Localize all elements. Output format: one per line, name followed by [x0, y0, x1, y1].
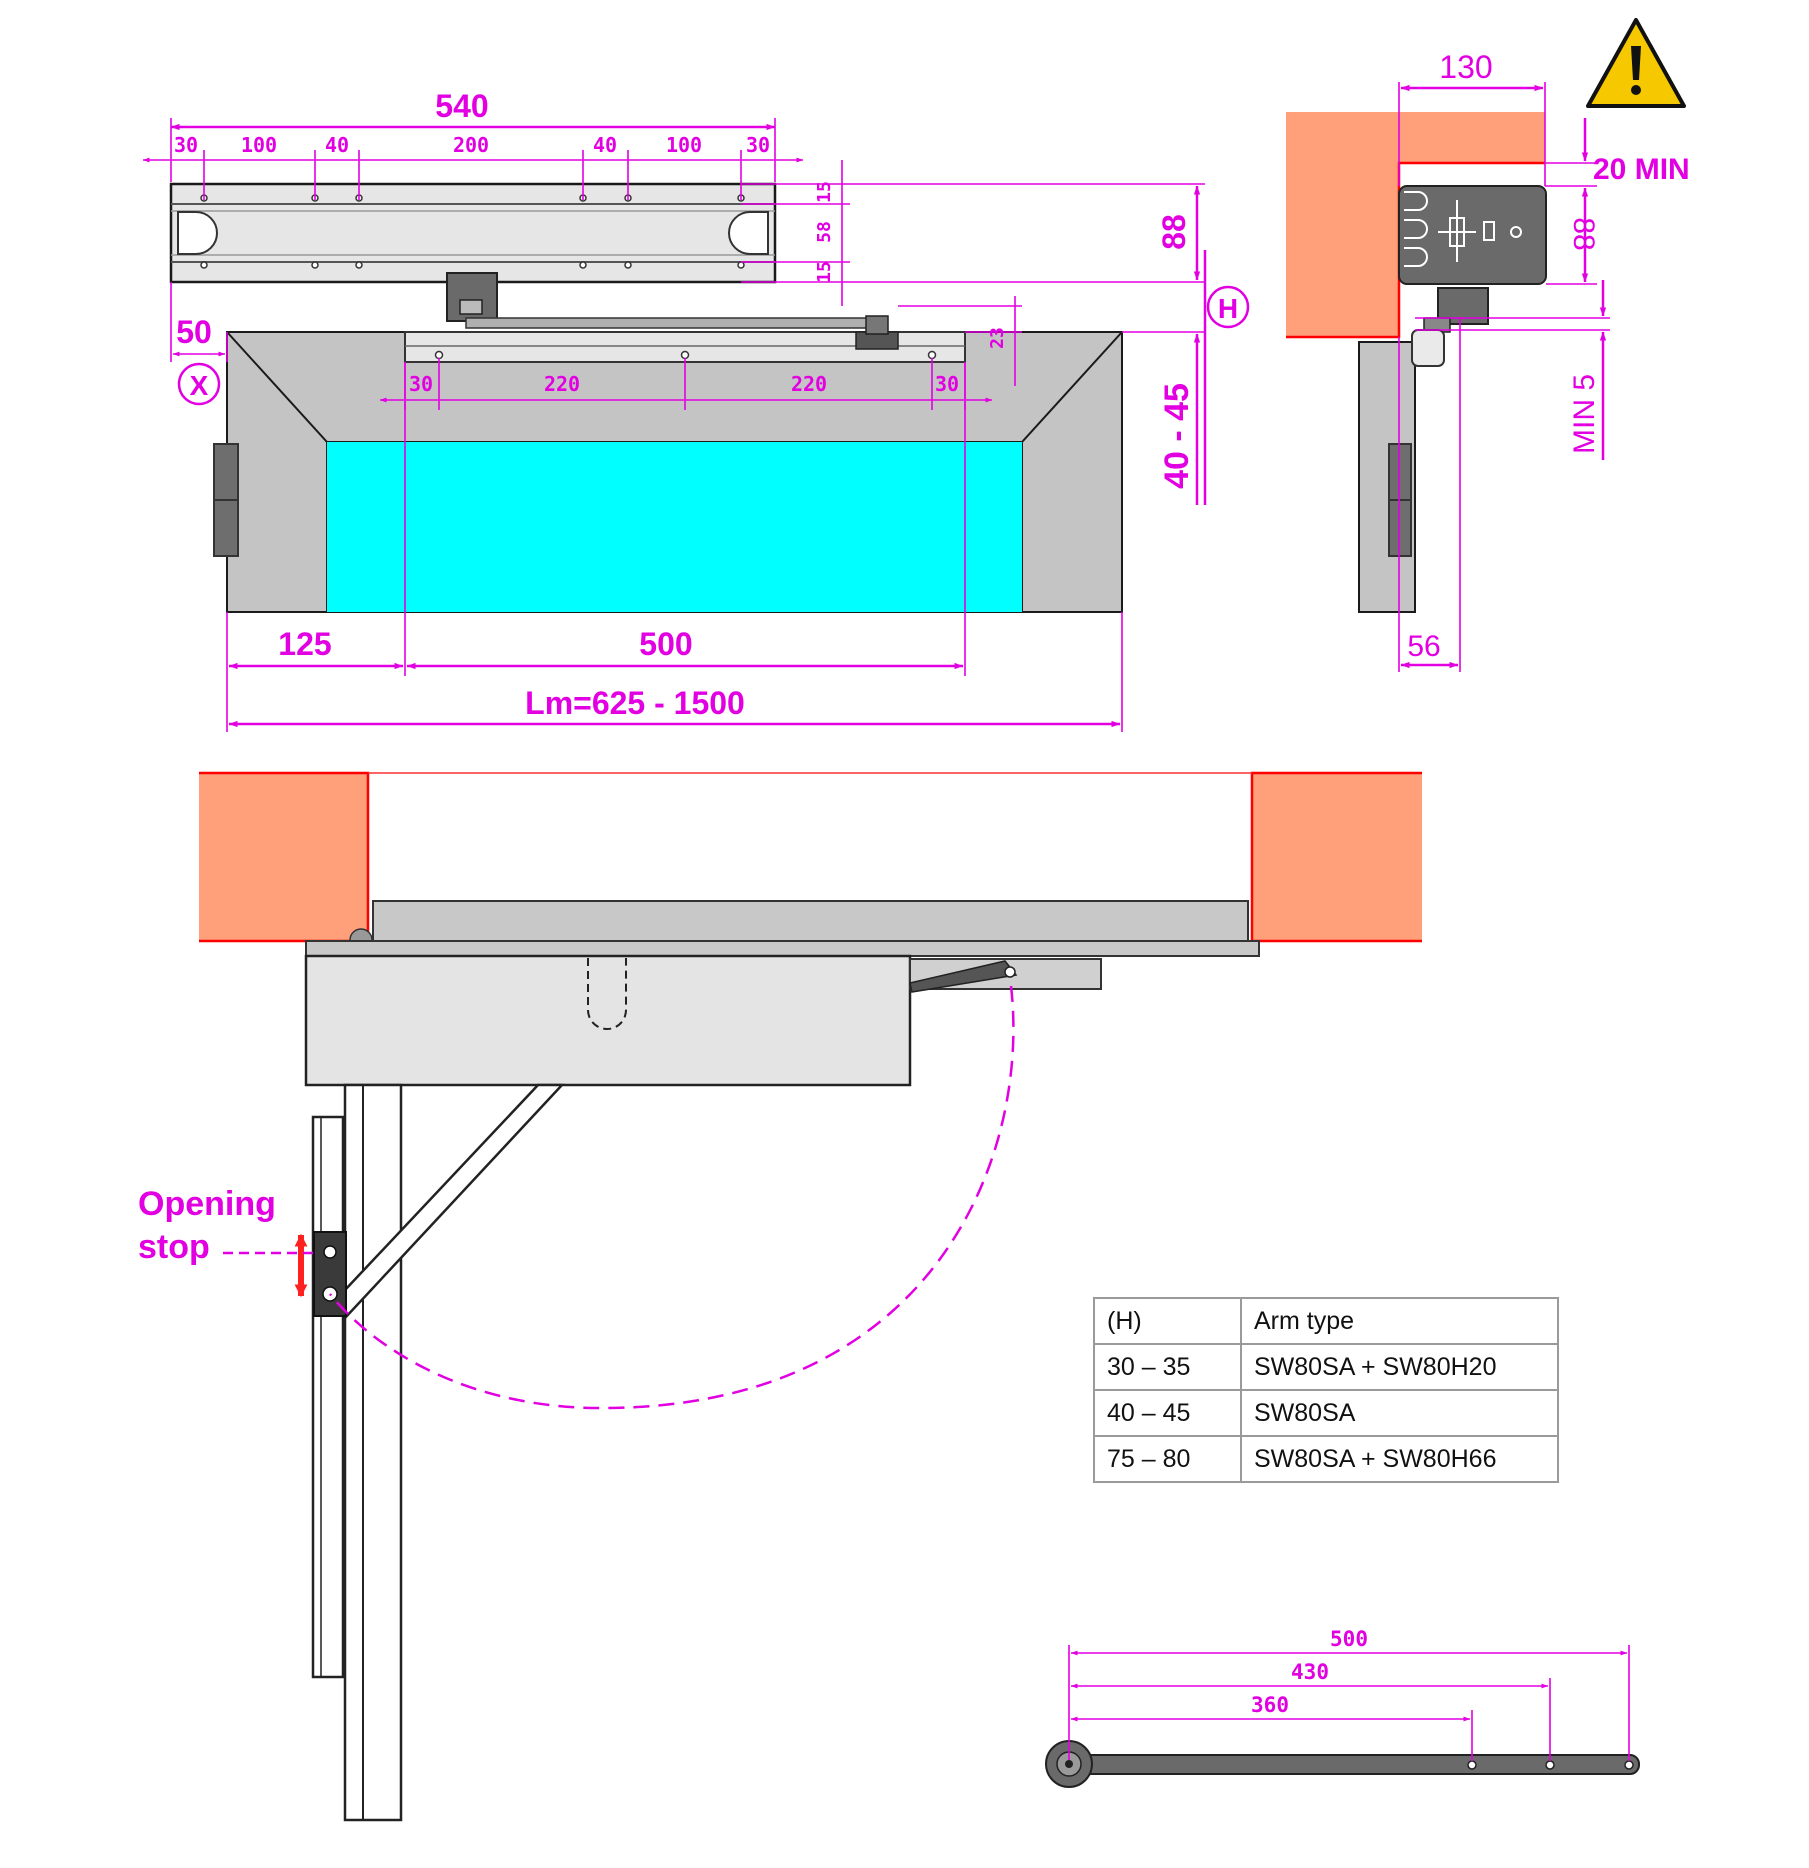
dim-arm-360: 360 — [1251, 1693, 1289, 1717]
table-row: 40 – 45 SW80SA — [1093, 1389, 1559, 1437]
front-view: 540 30 100 40 200 40 100 30 15 58 15 — [142, 88, 1250, 732]
table-header-row: (H) Arm type — [1093, 1297, 1559, 1345]
table-cell-h: 40 – 45 — [1093, 1389, 1242, 1437]
dim-88-side: 88 — [1567, 217, 1600, 250]
table-header-h: (H) — [1093, 1297, 1242, 1345]
dim-seg-40-left: 40 — [325, 133, 349, 157]
dim-arm-430: 430 — [1291, 1660, 1329, 1684]
dim-seg-30-right: 30 — [746, 133, 770, 157]
dim-50: 50 — [176, 314, 212, 350]
dim-seg-200: 200 — [453, 133, 489, 157]
dim-arm-500: 500 — [1330, 1627, 1368, 1651]
table-row: 75 – 80 SW80SA + SW80H66 — [1093, 1435, 1559, 1483]
dim-min-5: MIN 5 — [1568, 374, 1601, 454]
profile-height-dimensions: 15 58 15 88 H 40 - 45 — [741, 160, 1250, 505]
mounting-plate — [305, 940, 1260, 957]
dim-seg-100-right: 100 — [666, 133, 702, 157]
offset-dimension: 50 X — [170, 282, 228, 406]
wall-section — [1286, 112, 1545, 337]
opening-stop-label-line1: Opening — [138, 1185, 276, 1223]
dim-seg-100-left: 100 — [241, 133, 277, 157]
arm-detail: 500 430 360 — [1045, 1627, 1640, 1788]
operator-profile — [169, 182, 777, 284]
dim-540: 540 — [435, 88, 488, 124]
glass-pane — [327, 442, 1022, 612]
marker-h-circle — [1206, 285, 1250, 329]
warning-icon — [1586, 18, 1686, 108]
dim-rail-220-right: 220 — [791, 372, 827, 396]
dim-88-front: 88 — [1156, 214, 1192, 250]
dim-56: 56 — [1407, 630, 1440, 663]
dim-rail-220-left: 220 — [544, 372, 580, 396]
dim-130: 130 — [1439, 49, 1492, 85]
dim-seg-30-left: 30 — [174, 133, 198, 157]
table-row: 30 – 35 SW80SA + SW80H20 — [1093, 1343, 1559, 1391]
rail-gap-dimension: 23 — [898, 296, 1022, 386]
dim-58: 58 — [814, 221, 835, 243]
marker-h: H — [1218, 293, 1238, 324]
dim-500: 500 — [639, 626, 692, 662]
operator-top — [304, 954, 912, 1087]
dim-rail-30-left: 30 — [409, 372, 433, 396]
dim-125: 125 — [278, 626, 331, 662]
dim-rail-30-right: 30 — [935, 372, 959, 396]
plan-view: Opening stop — [138, 771, 1422, 1822]
dim-15-bottom: 15 — [814, 261, 835, 283]
rail-dimensions: 30 220 220 30 — [379, 358, 993, 410]
dim-20-min: 20 MIN — [1593, 153, 1690, 186]
dim-lm: Lm=625 - 1500 — [525, 685, 745, 721]
table-cell-h: 75 – 80 — [1093, 1435, 1242, 1483]
wall-left — [199, 773, 368, 941]
table-cell-arm: SW80SA + SW80H20 — [1240, 1343, 1559, 1391]
arm-type-table: (H) Arm type 30 – 35 SW80SA + SW80H20 40… — [1093, 1297, 1559, 1483]
door-frame — [213, 331, 1123, 613]
dim-seg-40-right: 40 — [593, 133, 617, 157]
door-leaf-closed — [372, 900, 1249, 942]
table-cell-arm: SW80SA + SW80H66 — [1240, 1435, 1559, 1483]
dim-23: 23 — [987, 327, 1008, 349]
table-cell-arm: SW80SA — [1240, 1389, 1559, 1437]
door-leaf-open — [343, 1083, 403, 1822]
bottom-dimensions: 125 500 Lm=625 - 1500 — [226, 362, 1123, 732]
side-view: 130 20 MIN 88 MIN 5 56 — [1286, 18, 1690, 672]
dim-h-range: 40 - 45 — [1158, 383, 1196, 489]
table-cell-h: 30 – 35 — [1093, 1343, 1242, 1391]
operator-arm — [446, 272, 899, 350]
top-dimensions: 540 30 100 40 200 40 100 30 — [142, 88, 804, 200]
table-header-arm-type: Arm type — [1240, 1297, 1559, 1345]
operator-side — [1398, 185, 1547, 285]
dim-15-top: 15 — [814, 181, 835, 203]
swing-arc — [329, 985, 1015, 1410]
marker-x-circle — [177, 362, 221, 406]
wall-right — [1252, 773, 1422, 941]
opening-stop-label-line2: stop — [138, 1228, 210, 1266]
marker-x: X — [190, 370, 209, 401]
